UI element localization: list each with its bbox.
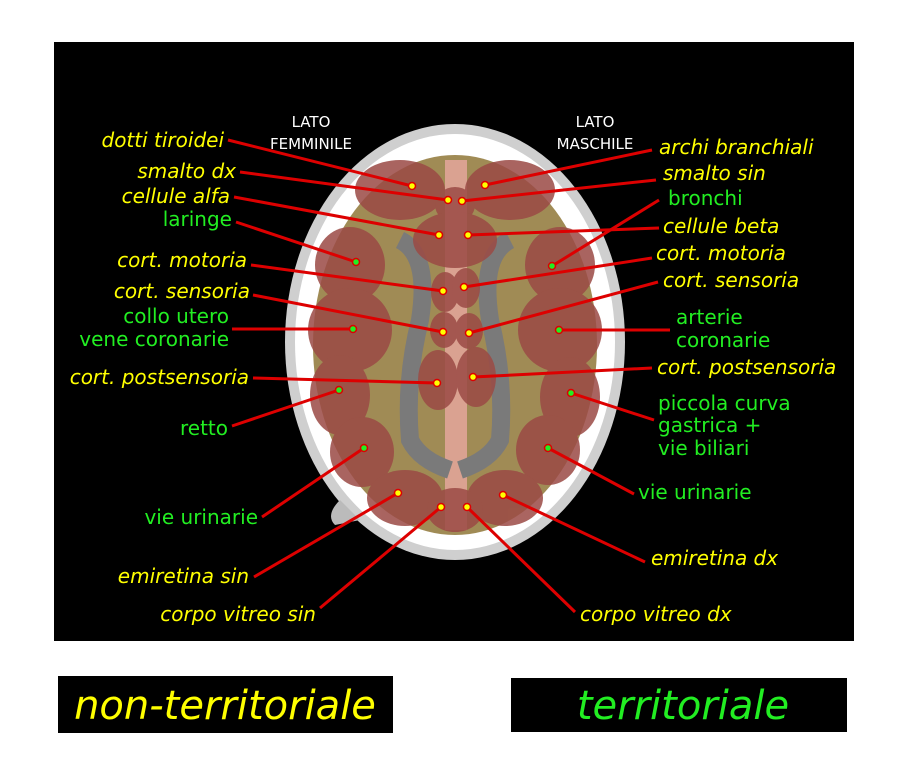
ct-brain-scan: [285, 124, 625, 560]
legend-non-territorial: non-territoriale: [74, 683, 376, 729]
legend: non-territoriale territoriale: [58, 676, 847, 733]
label-arterie: arterie: [676, 305, 743, 329]
marker-emiretina-sin: [393, 488, 403, 498]
marker-cort-sensoria-right: [464, 328, 474, 338]
marker-arterie-coronarie: [554, 325, 564, 335]
label-cort-postsensoria-left: cort. postsensoria: [70, 365, 249, 389]
leader-lines: [227, 138, 670, 614]
marker-piccola-curva: [566, 388, 576, 398]
label-cellule-alfa: cellule alfa: [122, 184, 230, 208]
label-collo-utero: collo utero: [123, 304, 229, 328]
label-laringe: laringe: [163, 207, 232, 231]
label-cort-sensoria-left: cort. sensoria: [114, 279, 250, 303]
label-piccola-curva: piccola curva: [658, 391, 791, 415]
label-cort-sensoria-right: cort. sensoria: [663, 268, 799, 292]
label-vie-urinarie-left: vie urinarie: [144, 505, 258, 529]
label-bronchi: bronchi: [668, 186, 743, 210]
label-corpo-vitreo-dx: corpo vitreo dx: [580, 602, 732, 626]
label-smalto-sin: smalto sin: [663, 161, 766, 185]
legend-non-territorial-box: [58, 676, 393, 733]
marker-smalto-sin: [457, 196, 467, 206]
marker-archi-branchiali: [480, 180, 490, 190]
side-label-male-2: MASCHILE: [557, 135, 634, 153]
label-smalto-dx: smalto dx: [137, 159, 236, 183]
label-cort-motoria-right: cort. motoria: [656, 241, 786, 265]
label-coronarie: coronarie: [676, 328, 770, 352]
label-dotti-tiroidei: dotti tiroidei: [102, 128, 225, 152]
side-label-female-2: FEMMINILE: [270, 135, 352, 153]
side-label-female-1: LATO: [292, 113, 331, 131]
marker-bronchi: [547, 261, 557, 271]
marker-dotti-tiroidei: [407, 181, 417, 191]
marker-vie-urinarie-right: [543, 443, 553, 453]
label-emiretina-sin: emiretina sin: [118, 564, 249, 588]
region-markers: [334, 180, 576, 512]
label-cellule-beta: cellule beta: [663, 214, 779, 238]
marker-retto: [334, 385, 344, 395]
label-archi-branchiali: archi branchiali: [659, 135, 814, 159]
marker-collo-utero: [348, 324, 358, 334]
marker-cort-motoria-right: [459, 282, 469, 292]
marker-emiretina-dx: [498, 490, 508, 500]
marker-cellule-beta: [463, 230, 473, 240]
marker-smalto-dx: [443, 195, 453, 205]
label-vene-coronarie: vene coronarie: [79, 327, 229, 351]
label-vie-biliari: vie biliari: [658, 436, 749, 460]
label-retto: retto: [180, 416, 228, 440]
side-label-male-1: LATO: [576, 113, 615, 131]
marker-cellule-alfa: [434, 230, 444, 240]
legend-territorial-box: [511, 678, 847, 732]
marker-cort-sensoria-left: [438, 327, 448, 337]
label-vie-urinarie-right: vie urinarie: [638, 480, 752, 504]
marker-cort-postsensoria-left: [432, 378, 442, 388]
marker-cort-motoria-left: [438, 286, 448, 296]
marker-corpo-vitreo-sin: [436, 502, 446, 512]
marker-laringe: [351, 257, 361, 267]
label-cort-motoria-left: cort. motoria: [117, 248, 247, 272]
marker-vie-urinarie-left: [359, 443, 369, 453]
label-cort-postsensoria-right: cort. postsensoria: [657, 355, 836, 379]
label-gastrica: gastrica +: [658, 413, 761, 437]
label-emiretina-dx: emiretina dx: [651, 546, 778, 570]
legend-territorial: territoriale: [577, 683, 789, 729]
marker-cort-postsensoria-right: [468, 372, 478, 382]
label-corpo-vitreo-sin: corpo vitreo sin: [160, 602, 316, 626]
marker-corpo-vitreo-dx: [462, 502, 472, 512]
